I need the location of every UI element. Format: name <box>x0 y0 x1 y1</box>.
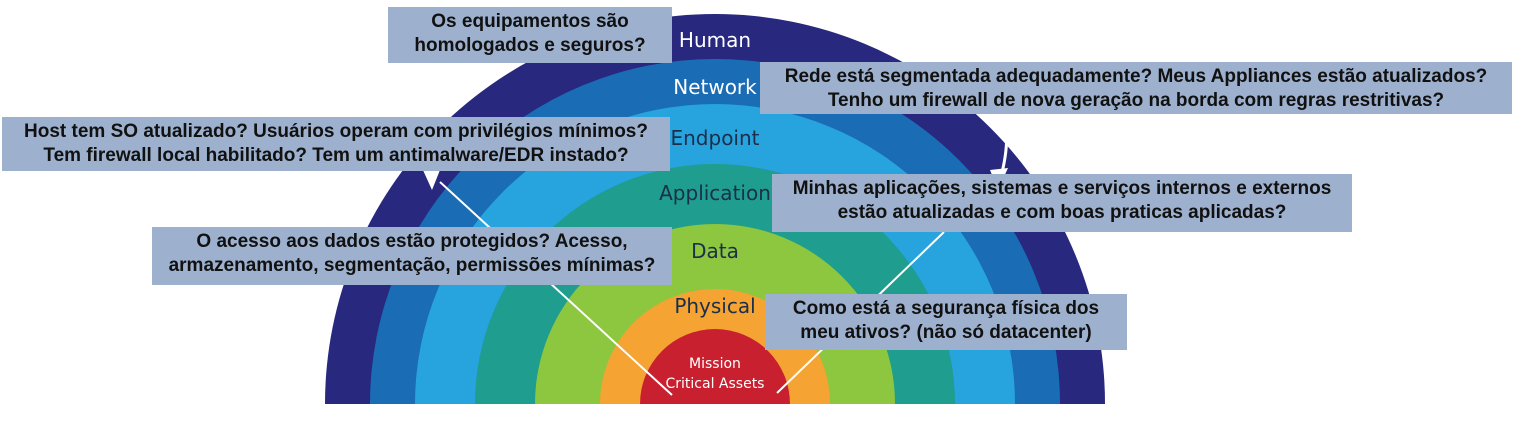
core-label-line2: Critical Assets <box>666 376 765 392</box>
callout-network-line2: Tenho um firewall de nova geração na bor… <box>827 90 1445 111</box>
layer-label-network: Network <box>673 75 757 99</box>
callout-application-line2: estão atualizadas e com boas praticas ap… <box>837 202 1287 223</box>
callout-endpoint: Host tem SO atualizado? Usuários operam … <box>2 117 670 171</box>
core-label-line1: Mission <box>689 356 741 372</box>
core-mission-critical-assets <box>640 329 790 404</box>
callout-human-line1: Os equipamentos são <box>431 11 629 32</box>
callout-human-line2: homologados e seguros? <box>414 35 646 56</box>
callout-application: Minhas aplicações, sistemas e serviços i… <box>772 174 1352 232</box>
callout-data-line2: armazenamento, segmentação, permissões m… <box>168 255 656 276</box>
callout-endpoint-line1: Host tem SO atualizado? Usuários operam … <box>24 121 648 142</box>
callout-physical-line2: meu ativos? (não só datacenter) <box>800 322 1092 343</box>
callout-human: Os equipamentos são homologados e seguro… <box>388 7 672 63</box>
callout-data: O acesso aos dados estão protegidos? Ace… <box>152 227 672 285</box>
callout-network: Rede está segmentada adequadamente? Meus… <box>760 62 1512 114</box>
arrowhead-left-icon <box>422 168 440 190</box>
callout-endpoint-line2: Tem firewall local habilitado? Tem um an… <box>43 145 629 166</box>
connector-endpoint <box>439 181 673 396</box>
callout-network-line1: Rede está segmentada adequadamente? Meus… <box>784 66 1488 87</box>
callout-application-line1: Minhas aplicações, sistemas e serviços i… <box>792 178 1332 199</box>
layer-label-physical: Physical <box>674 294 755 318</box>
callout-data-line1: O acesso aos dados estão protegidos? Ace… <box>196 231 628 252</box>
layer-label-endpoint: Endpoint <box>670 126 759 150</box>
layer-label-application: Application <box>659 181 771 205</box>
callout-physical: Como está a segurança física dos meu ati… <box>765 294 1127 350</box>
layer-label-data: Data <box>691 239 739 263</box>
layer-label-human: Human <box>679 28 751 52</box>
callout-physical-line1: Como está a segurança física dos <box>792 298 1100 319</box>
